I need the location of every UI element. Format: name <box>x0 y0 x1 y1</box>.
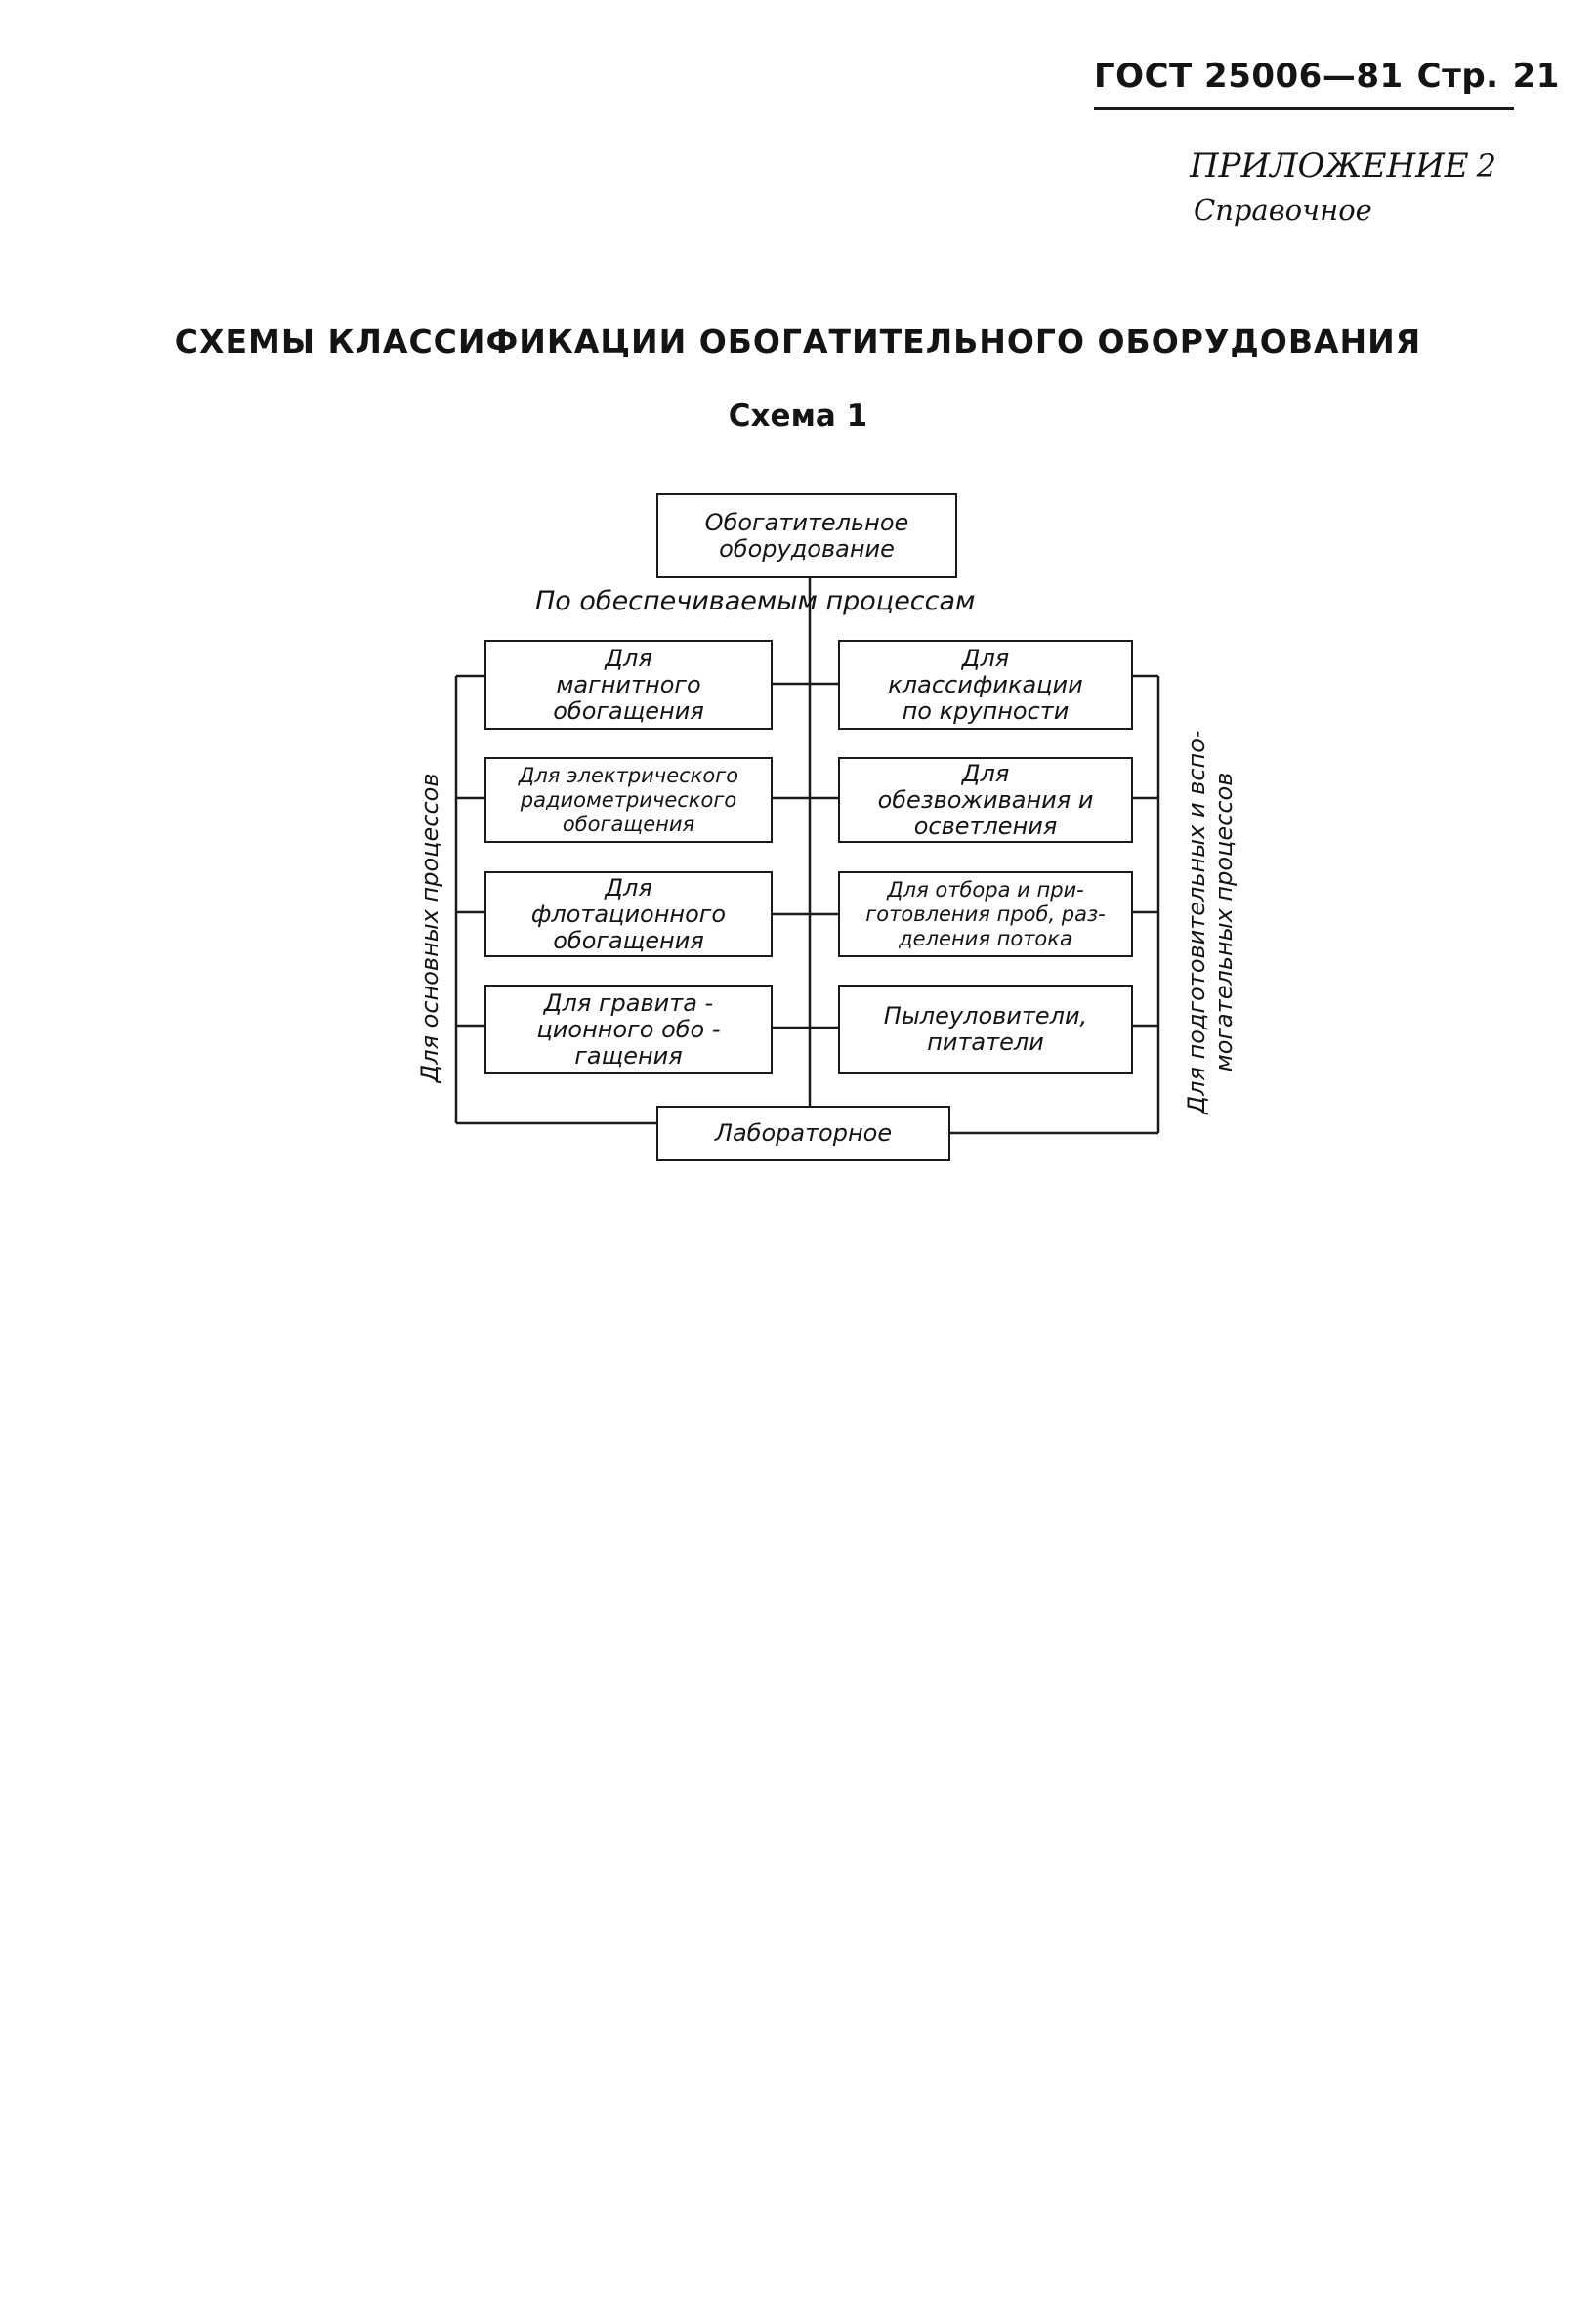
left-box-electric: Для электрического радиометрического обо… <box>484 757 773 843</box>
header-rule <box>1094 107 1514 110</box>
laboratory-label: Лабораторное <box>714 1119 893 1147</box>
root-box: Обогатительное оборудование <box>656 493 957 578</box>
right-box-dewatering: Для обезвоживания и осветления <box>838 757 1133 843</box>
right-box-label: Пылеуловители, питатели <box>883 1002 1088 1056</box>
appendix-subtitle: Справочное <box>1194 193 1372 227</box>
appendix-label: ПРИЛОЖЕНИЕ <box>1190 147 1469 186</box>
standard-code: ГОСТ 25006—81 <box>1094 57 1404 96</box>
left-box-label: Для флотационного обогащения <box>530 873 727 954</box>
right-box-dust-feeders: Пылеуловители, питатели <box>838 985 1133 1074</box>
root-label: Обогатительное оборудование <box>704 508 909 563</box>
left-box-gravity: Для гравита - ционного обо - гащения <box>484 985 773 1074</box>
left-box-label: Для магнитного обогащения <box>553 644 704 725</box>
right-box-classification: Для классификации по крупности <box>838 640 1133 730</box>
page-header: ГОСТ 25006—81 Стр. 21 <box>1094 57 1559 96</box>
page-number: 21 <box>1512 57 1560 96</box>
left-box-label: Для гравита - ционного обо - гащения <box>536 988 721 1070</box>
left-group-label: Для основных процессов <box>416 773 443 1083</box>
right-box-label: Для обезвоживания и осветления <box>877 759 1094 840</box>
page-label: Стр. <box>1416 57 1499 96</box>
appendix-number: 2 <box>1476 147 1496 185</box>
left-box-magnetic: Для магнитного обогащения <box>484 640 773 730</box>
laboratory-box: Лабораторное <box>656 1106 950 1161</box>
branch-label: По обеспечиваемым процессам <box>535 586 976 616</box>
left-box-flotation: Для флотационного обогащения <box>484 871 773 957</box>
right-group-label: Для подготовительных и вспо- могательных… <box>1183 730 1238 1114</box>
document-title: СХЕМЫ КЛАССИФИКАЦИИ ОБОГАТИТЕЛЬНОГО ОБОР… <box>174 322 1422 360</box>
scheme-title: Схема 1 <box>728 399 868 434</box>
right-box-sampling: Для отбора и при- готовления проб, раз- … <box>838 871 1133 957</box>
right-box-label: Для отбора и при- готовления проб, раз- … <box>865 877 1106 950</box>
right-box-label: Для классификации по крупности <box>888 644 1083 725</box>
left-box-label: Для электрического радиометрического обо… <box>518 763 739 836</box>
